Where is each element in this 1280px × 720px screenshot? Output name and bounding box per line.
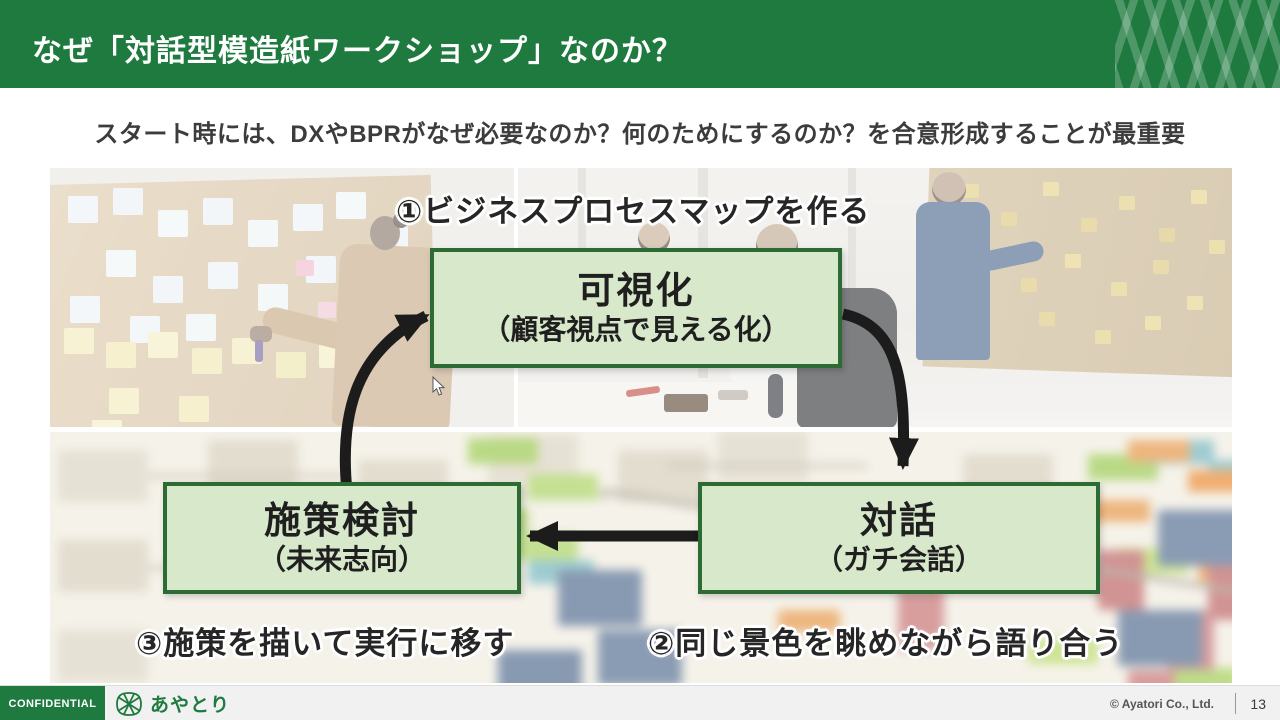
notes-orange <box>1128 440 1190 462</box>
flowchart-lines <box>148 474 348 478</box>
flowchart-boxes <box>58 450 148 502</box>
sticky-notes-blue <box>68 196 98 223</box>
box-dialogue-subtitle: （ガチ会話） <box>814 544 983 576</box>
box-visualization-subtitle: （顧客視点で見える化） <box>482 314 790 346</box>
step-label-1: ①ビジネスプロセスマップを作る <box>396 194 871 229</box>
box-measures-title: 施策検討 <box>264 500 420 541</box>
table-object <box>768 374 783 418</box>
presenter-blue-shirt <box>916 202 990 360</box>
notes-green <box>468 438 538 464</box>
presenter-head <box>932 172 966 206</box>
box-dialogue-title: 対話 <box>860 500 938 541</box>
page-number: 13 <box>1250 695 1266 712</box>
table-object <box>664 394 708 412</box>
cats-cradle-logo-icon <box>116 691 142 716</box>
box-visualization: 可視化 （顧客視点で見える化） <box>430 248 842 368</box>
sticky-notes-yellow-small <box>963 184 979 198</box>
company-logo-text: あやとり <box>150 695 231 716</box>
mouse-cursor-icon <box>432 375 447 402</box>
box-measures: 施策検討 （未来志向） <box>163 482 521 594</box>
wall-frame <box>848 168 856 358</box>
box-measures-subtitle: （未来志向） <box>257 544 426 576</box>
notes-blue <box>558 570 642 626</box>
facilitator-hand <box>250 326 272 342</box>
header-bar: なぜ「対話型模造紙ワークショップ」なのか？ <box>0 0 1280 88</box>
lead-sentence: スタート時には、DXやBPRがなぜ必要なのか？何のためにするのか？を合意形成する… <box>94 121 1186 148</box>
box-dialogue: 対話 （ガチ会話） <box>698 482 1100 594</box>
company-logo: あやとり <box>114 686 230 720</box>
slide-title: なぜ「対話型模造紙ワークショップ」なのか？ <box>32 35 683 68</box>
box-visualization-title: 可視化 <box>577 270 695 311</box>
sticky-notes-pink <box>296 260 314 276</box>
confidential-badge: CONFIDENTIAL <box>0 686 105 720</box>
step-label-2: ②同じ景色を眺めながら語り合う <box>648 626 1124 661</box>
marker-pen <box>255 340 263 362</box>
sticky-notes-yellow <box>64 328 94 354</box>
footer-bar: CONFIDENTIAL あやとり © Ayatori Co., Ltd. 13 <box>0 685 1280 720</box>
facilitator-hair-bun <box>393 212 409 228</box>
lattice-pattern-decoration <box>1115 0 1280 88</box>
table-object <box>718 390 748 400</box>
notes-red <box>1098 550 1144 610</box>
blurred-map-layer <box>50 432 1232 683</box>
step-label-3: ③施策を描いて実行に移す <box>136 626 515 661</box>
copyright-text: © Ayatori Co., Ltd. <box>1110 696 1214 711</box>
page-number-divider <box>1235 693 1236 714</box>
